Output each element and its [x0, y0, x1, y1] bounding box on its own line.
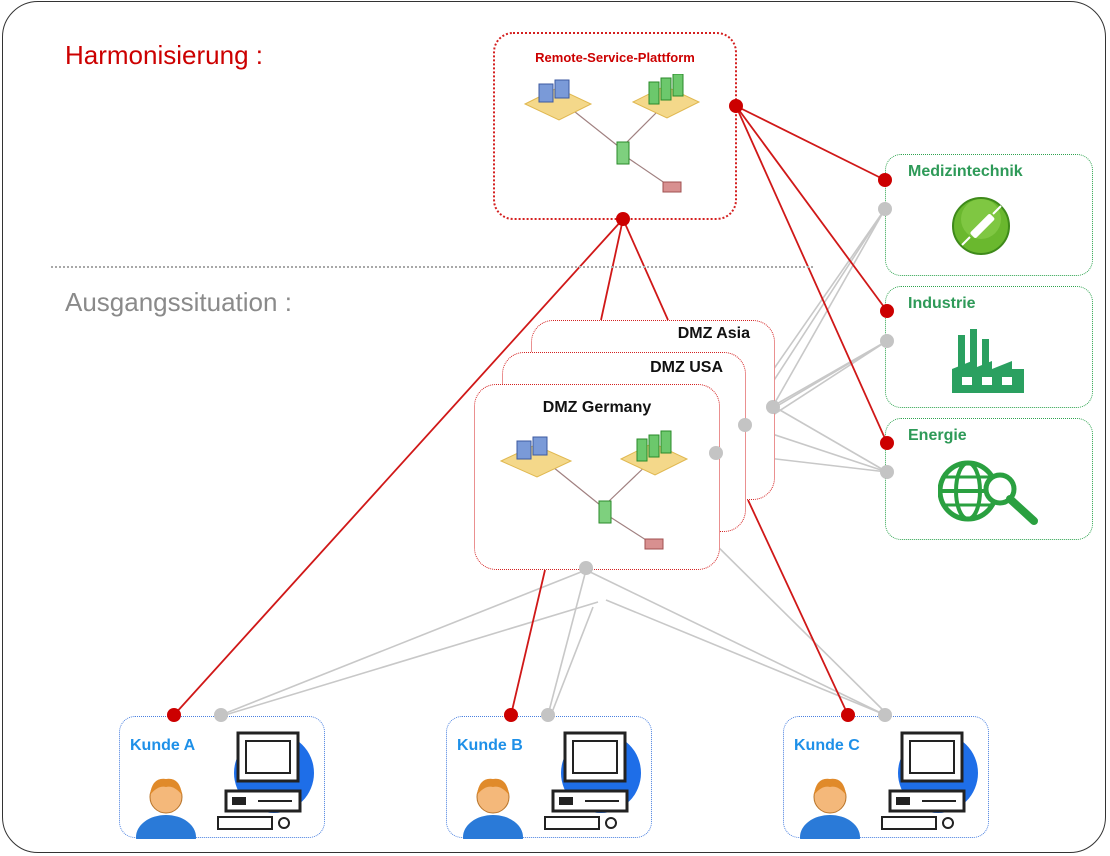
connector-dot: [167, 708, 181, 722]
red-connection-lines: [173, 105, 888, 716]
connector-dot: [541, 708, 555, 722]
connector-dot: [878, 173, 892, 187]
connector-dot: [214, 708, 228, 722]
connector-dot: [579, 561, 593, 575]
connector-dot: [504, 708, 518, 722]
network-topology-icon: [499, 430, 689, 550]
sector-label: Medizintechnik: [908, 163, 1023, 180]
sector-energie[interactable]: Energie: [885, 418, 1093, 540]
customer-kunde-a[interactable]: Kunde A: [119, 716, 325, 839]
factory-icon: [952, 329, 1024, 393]
connector-dot: [729, 99, 743, 113]
section-divider: [51, 266, 813, 268]
dmz-usa-title: DMZ USA: [650, 359, 723, 376]
customer-kunde-c[interactable]: Kunde C: [783, 716, 989, 839]
computer-icon: [217, 731, 314, 830]
connector-dot: [709, 446, 723, 460]
computer-icon: [544, 731, 641, 830]
connector-dot: [616, 212, 630, 226]
sector-industrie[interactable]: Industrie: [885, 286, 1093, 408]
dmz-asia-title: DMZ Asia: [677, 325, 750, 342]
connection-dots: [167, 99, 894, 722]
customer-label: Kunde B: [457, 737, 523, 754]
connector-dot: [738, 418, 752, 432]
connector-dot: [841, 708, 855, 722]
sector-label: Energie: [908, 427, 967, 444]
connector-dot: [766, 400, 780, 414]
grey-connector-dots: [214, 202, 894, 722]
person-icon: [136, 778, 196, 839]
globe-search-icon: [938, 460, 1038, 525]
network-topology-icon: [523, 74, 701, 193]
connector-dot: [878, 202, 892, 216]
connector-dot: [880, 304, 894, 318]
person-icon: [463, 778, 523, 839]
connector-dot: [878, 708, 892, 722]
syringe-icon: [952, 197, 1010, 255]
platform-title: Remote-Service-Plattform: [535, 50, 695, 65]
remote-service-platform[interactable]: Remote-Service-Plattform: [493, 32, 737, 220]
dmz-germany-box[interactable]: DMZ Germany: [474, 384, 720, 570]
customer-label: Kunde C: [794, 737, 860, 754]
connector-dot: [880, 436, 894, 450]
person-icon: [800, 778, 860, 839]
heading-ausgangssituation: Ausgangssituation :: [65, 287, 292, 317]
connector-dot: [880, 334, 894, 348]
computer-icon: [881, 731, 978, 830]
customer-label: Kunde A: [130, 737, 196, 754]
dmz-germany-title: DMZ Germany: [542, 399, 652, 416]
red-connector-dots: [167, 99, 894, 722]
sector-medizintechnik[interactable]: Medizintechnik: [885, 154, 1093, 276]
heading-harmonisierung: Harmonisierung :: [65, 40, 263, 70]
sector-label: Industrie: [908, 295, 976, 312]
connector-dot: [880, 465, 894, 479]
